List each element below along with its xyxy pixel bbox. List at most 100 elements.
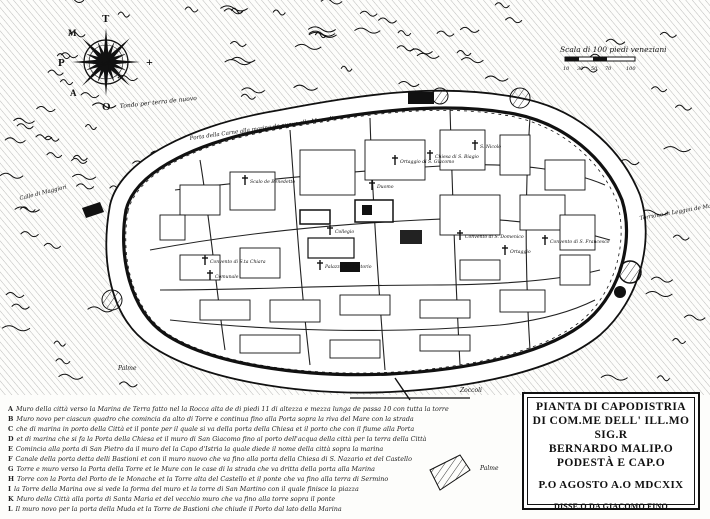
title-cartouche: PIANTA DI CAPODISTRIA DI COM.ME DELL' IL… [522,392,700,511]
title-line-1: PIANTA DI CAPODISTRIA [535,401,687,413]
wave-mark [619,159,640,166]
wave-mark [600,374,628,381]
rose-point [85,53,108,65]
wave-mark [580,66,598,73]
wave-mark [55,358,71,365]
wave-mark [484,75,509,82]
legend-text: Comincia alla porta di San Pietro da il … [15,445,384,453]
church-label: Collegio [335,229,354,235]
rose-point [81,37,109,65]
scale-label: Scala di 100 piedi veneziani [560,45,667,54]
church-label: Duomo [376,184,394,190]
legend-text: Muro della Città alla porta di Santa Mar… [16,495,336,503]
city-block [159,214,186,241]
wave-mark [60,52,79,59]
church-label: Convento di S. Francesco [550,239,610,245]
wave-mark [117,11,130,18]
duomo [354,199,394,223]
wave-mark [308,31,337,38]
title-line-2: DI COM.ME DELL' ILL.MO SIG.R [532,415,690,441]
compass-extra-2: A [70,88,77,98]
wave-mark [56,53,71,60]
city-block [239,247,281,279]
wave-mark [13,117,35,124]
wave-mark [241,87,266,94]
wave-mark [4,137,26,144]
wave-mark [674,104,693,111]
wave-mark [656,375,670,382]
wave-mark [14,206,40,213]
legend-text: et di marina che si fa la Porta della Ch… [16,435,427,443]
wave-mark [118,381,138,388]
wave-mark [650,276,674,283]
church-label: Convento di S.ta Chiara [210,259,266,265]
wave-mark [11,303,30,310]
legend-mark: G [8,465,14,473]
wave-mark [224,59,252,66]
wave-mark [53,340,66,347]
label-bottom-road: Zoccoli [459,387,482,394]
wave-mark [663,146,691,153]
wave-mark [70,157,88,164]
wave-mark [47,69,64,76]
scale-tick-4: 70 [605,66,612,72]
wave-mark [307,26,336,33]
legend-text: Il muro novo per la porta della Muda et … [15,505,342,513]
palazzo-pretorio [299,209,331,225]
wave-mark [398,81,420,87]
wave-mark [416,52,440,59]
wave-mark [456,50,472,57]
wave-mark [44,135,60,142]
wave-mark [240,93,256,100]
legend-mark: L [8,505,13,513]
label-bottom-left: Palme [117,365,137,372]
legend-text: Torre e muro verso la Porta della Torre … [16,465,375,473]
causeway [350,377,471,491]
city-block [419,299,471,319]
wave-mark [20,231,39,238]
wave-mark [397,30,412,37]
compass-rose: T + O P M A [58,13,153,113]
wave-mark [294,43,322,50]
legend-mark: C [8,425,14,433]
wave-mark [504,17,523,24]
wave-mark [459,26,480,33]
city-block [179,254,221,281]
legend-mark: E [8,445,13,453]
rose-point [103,28,109,62]
wave-mark [272,9,286,16]
wave-mark [359,10,378,17]
wave-mark [72,154,88,161]
city-block [559,214,596,251]
city-block [179,184,221,216]
rose-point [103,59,131,87]
city-block [199,299,251,321]
wave-mark [91,102,117,109]
bastions [82,87,642,311]
wave-mark [80,92,100,99]
wave-mark [46,152,63,159]
compass-east: + [146,55,153,69]
city-block [229,171,276,211]
legend-mark: K [8,495,14,503]
wave-mark [605,38,626,45]
rose-point [104,59,127,71]
scale-bar: Scala di 100 piedi veneziani 10 30 50 70… [560,45,667,72]
church-label: Convento di S. Domenico [465,234,524,240]
city-block [239,334,301,354]
compass-west: P [58,57,65,69]
church-label: Ortaggio [510,249,531,255]
wave-mark [354,27,381,34]
wave-mark [672,337,687,344]
city-block [419,334,471,352]
wave-mark [84,124,97,130]
legend-mark: H [8,475,15,483]
legend-text: Canale della porta detta delli Bastioni … [15,455,412,463]
wave-mark [672,234,690,241]
